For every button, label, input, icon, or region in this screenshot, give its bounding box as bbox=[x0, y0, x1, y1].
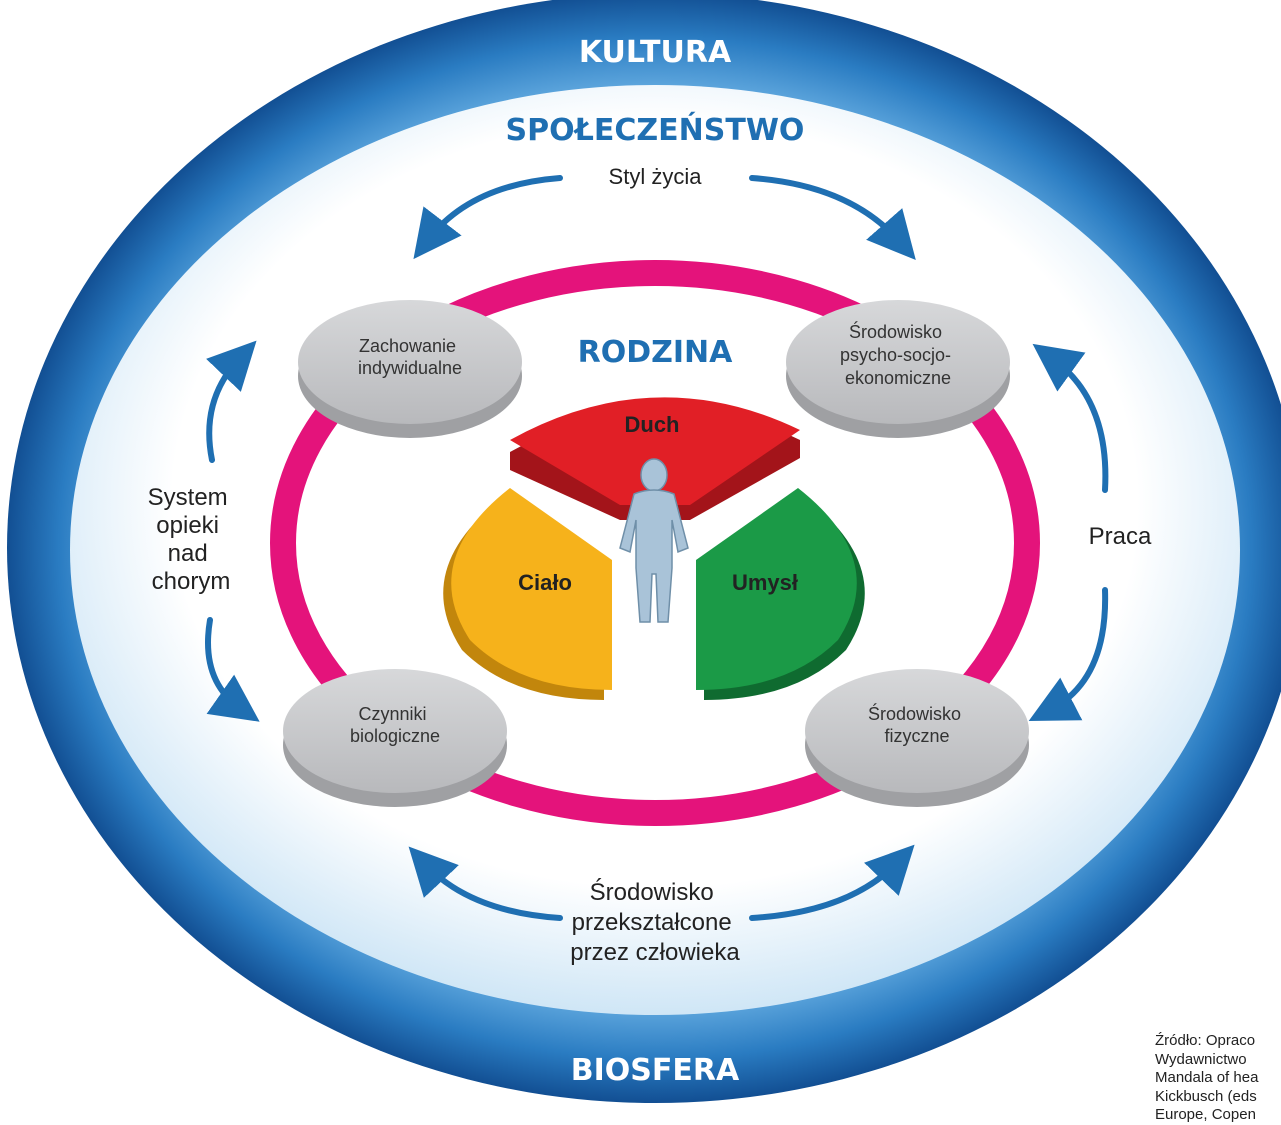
source-note-line: Wydawnictwo bbox=[1155, 1050, 1247, 1068]
node-top-right: Środowisko psycho-socjo- ekonomiczne bbox=[786, 300, 1010, 438]
arrow-right-down bbox=[1028, 587, 1109, 722]
node-top-left: Zachowanie indywidualne bbox=[298, 300, 522, 438]
segment-mind: Umysł bbox=[696, 488, 865, 700]
arrow-left-up bbox=[206, 340, 257, 463]
flow-label-left-line: chorym bbox=[152, 568, 231, 595]
flow-label-bottom-line: Środowisko bbox=[590, 878, 714, 906]
node-bottom-right: Środowisko fizyczne bbox=[805, 669, 1029, 807]
flow-label-bottom-line: przez człowieka bbox=[570, 939, 740, 966]
flow-label-left: System opieki nad chorym bbox=[148, 484, 235, 595]
flow-label-bottom: Środowisko przekształcone przez człowiek… bbox=[570, 878, 740, 966]
node-label-line: Środowisko bbox=[849, 321, 942, 342]
node-label-line: Czynniki bbox=[358, 704, 426, 724]
source-note-line: Mandala of hea bbox=[1155, 1069, 1259, 1086]
arrow-bottom-right bbox=[749, 844, 915, 921]
node-label-line: ekonomiczne bbox=[845, 368, 951, 388]
node-label-line: fizyczne bbox=[884, 726, 949, 746]
node-label-line: Środowisko bbox=[868, 703, 961, 724]
segment-label-body: Ciało bbox=[518, 570, 572, 595]
flow-label-left-line: opieki bbox=[156, 512, 219, 539]
arrow-top-left bbox=[413, 175, 563, 260]
node-label-line: Zachowanie bbox=[359, 336, 456, 356]
flow-label-left-line: System bbox=[148, 484, 228, 511]
node-label: Środowisko fizyczne bbox=[868, 703, 966, 746]
source-note-line: Kickbusch (eds bbox=[1155, 1087, 1257, 1105]
node-label-line: indywidualne bbox=[358, 358, 462, 378]
node-label: Czynniki biologiczne bbox=[350, 704, 440, 746]
arrow-left-down bbox=[205, 617, 260, 722]
segment-body: Ciało bbox=[443, 488, 612, 700]
arrow-bottom-left bbox=[408, 846, 563, 921]
source-note-line: Europe, Copen bbox=[1155, 1106, 1256, 1123]
family-label: RODZINA bbox=[578, 335, 734, 370]
node-label-line: psycho-socjo- bbox=[840, 345, 951, 365]
human-figure-icon bbox=[619, 458, 689, 623]
node-label: Środowisko psycho-socjo- ekonomiczne bbox=[840, 321, 956, 388]
family-ring bbox=[270, 260, 1040, 826]
flow-label-top: Styl życia bbox=[609, 164, 703, 189]
arrow-top-right bbox=[749, 175, 916, 261]
arrow-right-up bbox=[1032, 343, 1109, 493]
source-note: Źródło: Opraco Wydawnictwo Mandala of he… bbox=[1155, 1032, 1281, 1125]
ring-label-biosfera: BIOSFERA bbox=[571, 1053, 740, 1088]
flow-arrows bbox=[205, 175, 1109, 921]
source-note-line: Źródło: Opraco bbox=[1155, 1032, 1256, 1049]
ring-label-kultura: KULTURA bbox=[579, 35, 732, 70]
flow-label-left-line: nad bbox=[168, 540, 208, 567]
flow-label-right: Praca bbox=[1089, 523, 1152, 550]
society-label: SPOŁECZEŃSTWO bbox=[506, 112, 805, 148]
node-label: Zachowanie indywidualne bbox=[358, 336, 462, 378]
node-label-line: biologiczne bbox=[350, 726, 440, 746]
node-bottom-left: Czynniki biologiczne bbox=[283, 669, 507, 807]
segment-label-mind: Umysł bbox=[732, 570, 798, 595]
flow-label-bottom-line: przekształcone bbox=[572, 909, 732, 936]
segment-label-spirit: Duch bbox=[625, 412, 680, 437]
